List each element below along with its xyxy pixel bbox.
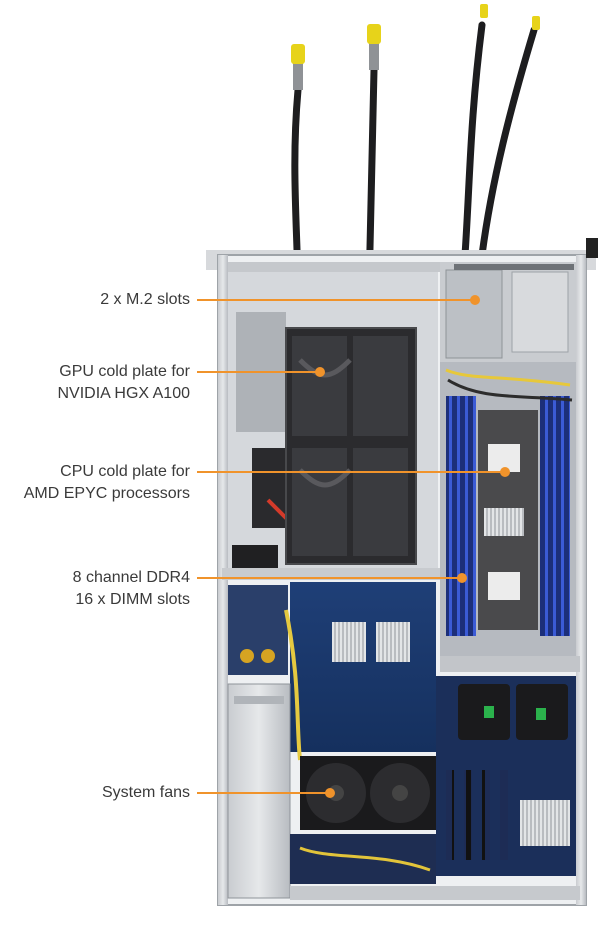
callout-text-fans-line1: System fans	[101, 784, 190, 801]
callout-label-ddr: 8 channel DDR4 16 x DIMM slots	[73, 567, 190, 611]
callout-text-m2-line1: 2 x M.2 slots	[100, 291, 190, 308]
callout-label-m2: 2 x M.2 slots	[100, 289, 190, 311]
m2-area	[440, 262, 576, 362]
power-supply	[227, 683, 291, 899]
callout-marker-ddr	[457, 573, 467, 583]
callout-text-ddr-line1: 8 channel DDR4	[72, 569, 190, 586]
gpu-bay	[222, 272, 446, 580]
callout-marker-cpu	[500, 467, 510, 477]
system-fans	[290, 756, 436, 884]
rear-plate	[290, 886, 580, 900]
callout-text-cpu-line1: CPU cold plate for	[60, 463, 190, 480]
callout-marker-gpu	[315, 367, 325, 377]
callout-label-cpu: CPU cold plate for AMD EPYC processors	[24, 461, 190, 505]
callout-lines	[197, 295, 510, 798]
gpu-cold-plate	[285, 327, 417, 565]
callout-text-cpu-line2: AMD EPYC processors	[23, 485, 190, 502]
motherboard	[228, 582, 436, 761]
callout-marker-m2	[470, 295, 480, 305]
callout-label-fans: System fans	[102, 782, 190, 804]
cpu-dimm-area	[440, 362, 580, 672]
callout-text-gpu-line1: GPU cold plate for	[59, 363, 190, 380]
lower-right-board	[436, 676, 576, 876]
hose-connectors	[291, 4, 540, 90]
callout-text-ddr-line2: 16 x DIMM slots	[75, 591, 190, 608]
callout-text-gpu-line2: NVIDIA HGX A100	[57, 385, 190, 402]
callout-label-gpu: GPU cold plate for NVIDIA HGX A100	[57, 361, 190, 405]
callout-marker-fans	[325, 788, 335, 798]
